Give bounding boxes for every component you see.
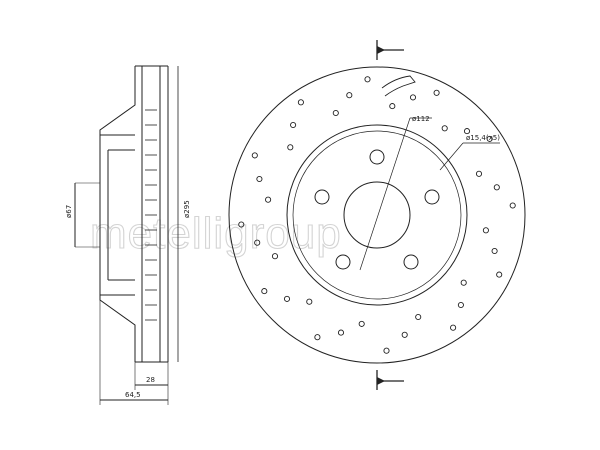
hat-inner-circle xyxy=(292,130,462,300)
drill-hole xyxy=(287,144,294,151)
drill-hole xyxy=(238,221,245,228)
side-profile-view xyxy=(74,65,179,405)
drill-hole xyxy=(475,170,483,177)
drill-hole xyxy=(463,128,471,135)
pcd-label: ø112 xyxy=(412,115,430,123)
drill-hole xyxy=(457,301,464,309)
drill-hole xyxy=(460,279,467,286)
drill-hole xyxy=(283,295,291,302)
drill-hole xyxy=(433,89,440,96)
drill-hole xyxy=(450,324,457,331)
bolt-hole xyxy=(335,254,351,270)
drill-hole xyxy=(486,135,493,142)
drill-hole xyxy=(265,196,272,203)
drill-hole xyxy=(364,76,371,83)
center-bore-circle xyxy=(343,181,411,249)
drill-hole xyxy=(290,121,297,129)
drill-hole xyxy=(256,175,263,183)
center-bore-label: ø67 xyxy=(65,205,73,218)
drill-hole xyxy=(271,253,279,260)
drill-hole xyxy=(383,347,390,354)
total-width-label: 64,5 xyxy=(125,391,141,399)
drill-hole xyxy=(441,125,448,132)
bolt-hole-leader-line xyxy=(439,142,464,171)
hat-outer-circle xyxy=(286,124,468,306)
front-view xyxy=(228,40,526,390)
drill-hole xyxy=(491,247,498,255)
bolt-hole xyxy=(403,254,419,270)
drill-hole xyxy=(251,152,258,159)
drill-hole xyxy=(401,331,408,338)
drill-hole xyxy=(482,227,489,234)
drill-hole xyxy=(509,202,516,209)
drill-hole xyxy=(389,103,396,110)
disc-outer-rim xyxy=(228,66,526,364)
bolt-hole-label: ø15,4(x5) xyxy=(466,134,500,142)
drill-hole xyxy=(409,94,417,101)
drill-hole xyxy=(496,271,503,278)
drill-hole xyxy=(254,239,261,246)
bolt-hole xyxy=(369,149,385,165)
bolt-hole xyxy=(314,189,330,205)
vent-slots xyxy=(145,109,157,321)
drill-hole xyxy=(493,184,500,191)
watermark-text: metelligroup xyxy=(90,209,342,258)
wear-indicator-mark xyxy=(381,75,416,97)
watermark: metelligroup xyxy=(89,208,342,258)
bolt-hole xyxy=(424,189,440,205)
drill-hole xyxy=(346,92,353,99)
outer-diameter-label: ø295 xyxy=(183,200,191,218)
drill-hole xyxy=(332,109,339,117)
drill-hole xyxy=(358,320,365,327)
drill-hole xyxy=(297,99,304,106)
drill-hole xyxy=(306,298,313,305)
drill-hole xyxy=(337,329,345,336)
drill-hole xyxy=(261,288,268,295)
drill-hole xyxy=(415,313,422,321)
disc-profile-outline xyxy=(99,66,136,362)
drill-hole-pattern xyxy=(238,76,516,354)
pcd-leader-line xyxy=(359,117,411,271)
drill-hole xyxy=(314,334,321,341)
bolt-holes xyxy=(314,149,440,270)
thickness-label: 28 xyxy=(146,376,155,384)
